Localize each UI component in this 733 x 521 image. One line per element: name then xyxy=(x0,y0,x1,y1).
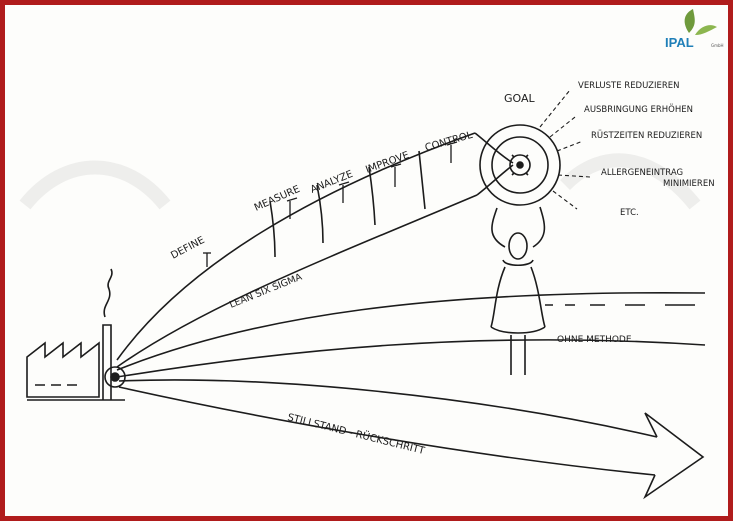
ipal-logo: IPAL GmbH xyxy=(665,9,724,50)
no-method-path xyxy=(116,291,706,378)
leaf-icon xyxy=(684,9,695,33)
goal-item-minimieren: MINIMIEREN xyxy=(663,179,715,189)
goal-target xyxy=(479,124,561,206)
no-method-label: OHNE METHODE xyxy=(557,335,632,345)
goal-item-verluste: VERLUSTE REDUZIEREN xyxy=(578,81,680,91)
person-figure xyxy=(490,206,546,375)
phase-define: DEFINE xyxy=(169,235,206,262)
phase-arrows xyxy=(203,141,458,267)
lean-six-sigma-label: LEAN SIX SIGMA xyxy=(228,271,304,310)
standstill-path xyxy=(118,379,705,500)
leaf-icon xyxy=(695,25,717,35)
phase-improve: IMPROVE xyxy=(364,150,410,176)
goal-item-ausbringung: AUSBRINGUNG ERHÖHEN xyxy=(584,104,693,115)
lean-six-sigma-path xyxy=(116,132,514,368)
goal-leader-lines xyxy=(539,89,591,210)
goal-item-ruestzeiten: RÜSTZEITEN REDUZIEREN xyxy=(591,130,702,141)
goal-label: GOAL xyxy=(504,92,536,105)
logo-text: IPAL xyxy=(665,35,694,50)
logo-subtext: GmbH xyxy=(711,43,724,48)
standstill-label: STILLSTAND - RÜCKSCHRITT xyxy=(286,410,427,457)
process-sketch: DEFINE MEASURE ANALYZE IMPROVE CONTROL L… xyxy=(19,9,724,500)
phase-control: CONTROL xyxy=(424,130,474,154)
factory-sketch xyxy=(26,268,126,401)
goal-item-allergen: ALLERGENEINTRAG xyxy=(601,168,683,178)
goal-item-etc: ETC. xyxy=(620,208,639,218)
background-watermark xyxy=(19,153,701,210)
